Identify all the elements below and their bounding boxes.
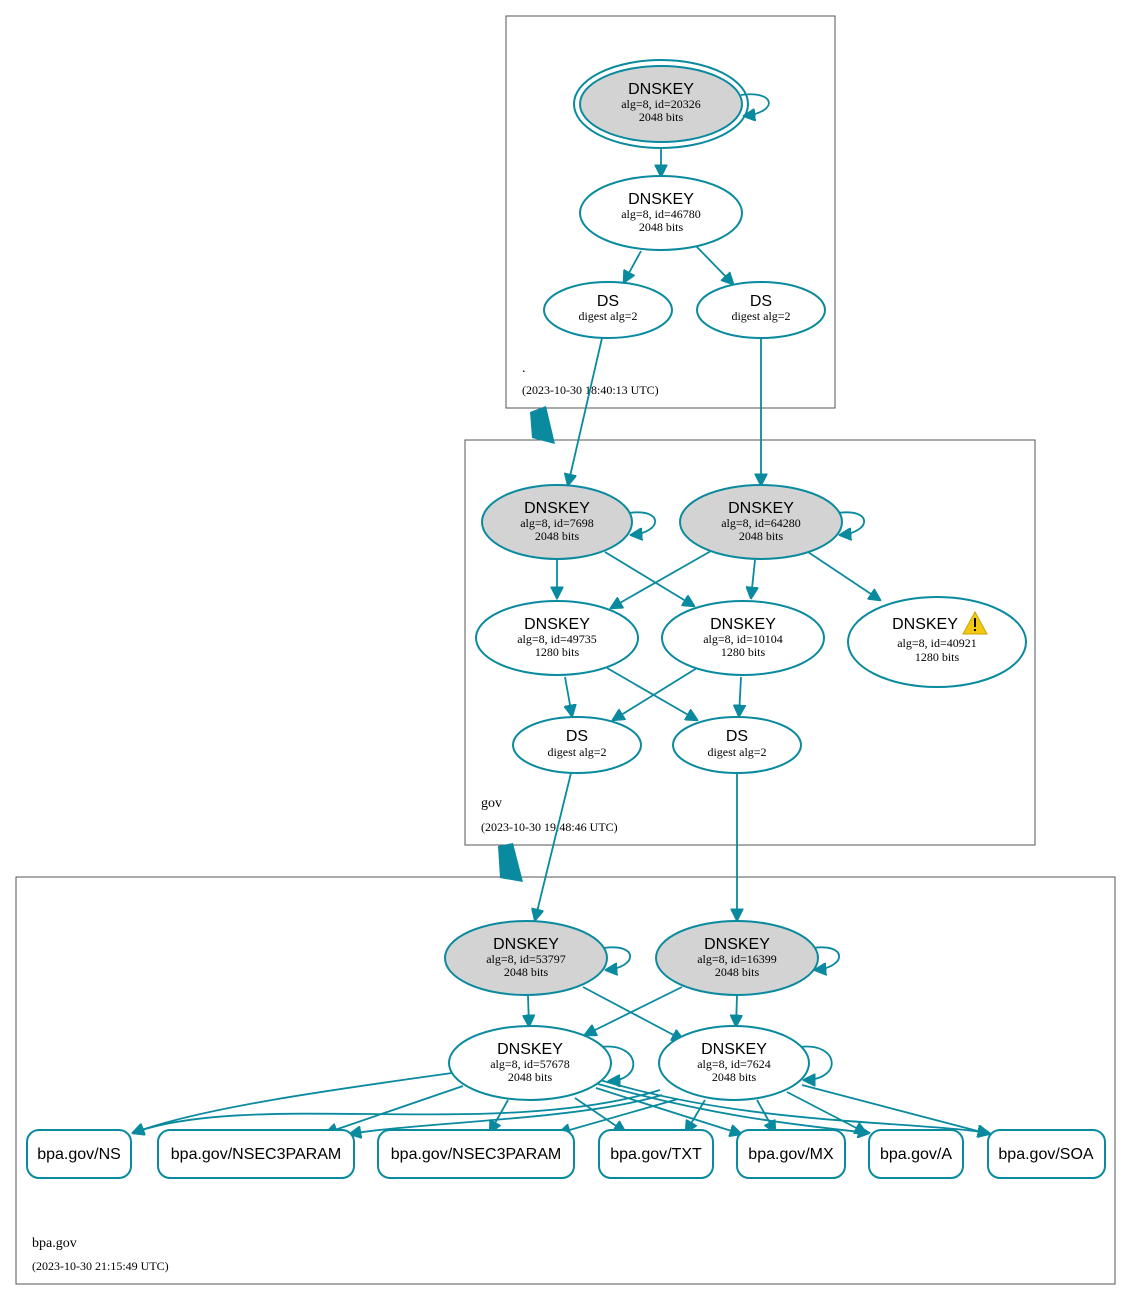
node-type: DS	[726, 728, 748, 745]
node-type: DNSKEY	[497, 1041, 563, 1058]
node-detail: alg=8, id=46780	[621, 207, 701, 221]
node-size: 2048 bits	[639, 110, 684, 124]
node-detail: alg=8, id=57678	[490, 1057, 570, 1071]
edges	[133, 93, 989, 1134]
dnskey-node-7698[interactable]: DNSKEY alg=8, id=7698 2048 bits	[481, 484, 633, 560]
node-detail: alg=8, id=64280	[721, 516, 801, 530]
rrset-soa[interactable]: bpa.gov/SOA	[987, 1129, 1106, 1179]
rrset-label: bpa.gov/NSEC3PARAM	[391, 1146, 561, 1163]
node-type: DS	[750, 293, 772, 310]
node-size: 1280 bits	[721, 645, 766, 659]
zone-name: gov	[481, 796, 502, 811]
node-type: DNSKEY	[728, 500, 794, 517]
node-type: DNSKEY	[628, 81, 694, 98]
node-type: DNSKEY	[524, 616, 590, 633]
node-detail: alg=8, id=16399	[697, 952, 777, 966]
node-detail: digest alg=2	[578, 309, 637, 323]
ds-node[interactable]: DS digest alg=2	[512, 716, 642, 774]
node-type: DNSKEY	[710, 616, 776, 633]
zone-name: bpa.gov	[32, 1236, 77, 1251]
ds-node[interactable]: DS digest alg=2	[672, 716, 802, 774]
rrset-nsec3param[interactable]: bpa.gov/NSEC3PARAM	[157, 1129, 355, 1179]
dnskey-node-53797[interactable]: DNSKEY alg=8, id=53797 2048 bits	[444, 920, 608, 996]
zone-bpa-gov: bpa.gov (2023-10-30 21:15:49 UTC)	[15, 876, 1116, 1285]
node-detail: alg=8, id=10104	[703, 632, 783, 646]
node-detail: alg=8, id=7624	[697, 1057, 771, 1071]
rrset-txt[interactable]: bpa.gov/TXT	[598, 1129, 714, 1179]
rrset-label: bpa.gov/MX	[748, 1146, 834, 1163]
rrset-label: bpa.gov/TXT	[610, 1146, 702, 1163]
node-type: DNSKEY	[493, 936, 559, 953]
node-size: 2048 bits	[712, 1070, 757, 1084]
node-size: 1280 bits	[535, 645, 580, 659]
rrset-ns[interactable]: bpa.gov/NS	[26, 1129, 132, 1179]
rrset-label: bpa.gov/SOA	[998, 1146, 1094, 1163]
dnskey-node-16399[interactable]: DNSKEY alg=8, id=16399 2048 bits	[655, 920, 819, 996]
node-size: 2048 bits	[535, 529, 580, 543]
warning-icon	[962, 610, 988, 635]
node-type: DNSKEY	[701, 1041, 767, 1058]
node-size: 1280 bits	[915, 650, 960, 664]
node-size: 2048 bits	[715, 965, 760, 979]
node-type: DNSKEY	[892, 616, 958, 633]
node-size: 2048 bits	[739, 529, 784, 543]
rrset-label: bpa.gov/A	[880, 1146, 952, 1163]
zone-timestamp: (2023-10-30 19:48:46 UTC)	[481, 820, 618, 834]
rrset-nsec3param[interactable]: bpa.gov/NSEC3PARAM	[377, 1129, 575, 1179]
node-detail: digest alg=2	[731, 309, 790, 323]
node-detail: alg=8, id=7698	[520, 516, 594, 530]
node-size: 2048 bits	[639, 220, 684, 234]
node-size: 2048 bits	[504, 965, 549, 979]
dnskey-node-57678[interactable]: DNSKEY alg=8, id=57678 2048 bits	[448, 1025, 612, 1101]
dnskey-node-49735[interactable]: DNSKEY alg=8, id=49735 1280 bits	[475, 600, 639, 676]
dnskey-node-20326[interactable]: DNSKEY alg=8, id=20326 2048 bits	[573, 59, 749, 149]
zone-name: .	[522, 361, 526, 376]
delegation-arrow	[498, 843, 523, 882]
dnskey-node-64280[interactable]: DNSKEY alg=8, id=64280 2048 bits	[679, 484, 843, 560]
node-detail: digest alg=2	[707, 745, 766, 759]
delegation-arrow	[530, 406, 555, 444]
node-type: DS	[566, 728, 588, 745]
zone-gov: gov (2023-10-30 19:48:46 UTC)	[464, 439, 1036, 846]
node-size: 2048 bits	[508, 1070, 553, 1084]
node-type: DNSKEY	[628, 191, 694, 208]
node-detail: alg=8, id=20326	[621, 97, 701, 111]
rrset-label: bpa.gov/NSEC3PARAM	[171, 1146, 341, 1163]
dnskey-node-10104[interactable]: DNSKEY alg=8, id=10104 1280 bits	[661, 600, 825, 676]
ds-node[interactable]: DS digest alg=2	[696, 281, 826, 339]
node-detail: alg=8, id=49735	[517, 632, 597, 646]
node-detail: alg=8, id=53797	[486, 952, 566, 966]
node-detail: digest alg=2	[547, 745, 606, 759]
rrset-label: bpa.gov/NS	[37, 1146, 121, 1163]
node-detail: alg=8, id=40921	[897, 636, 977, 650]
dnskey-node-40921[interactable]: DNSKEY alg=8, id=40921 1280 bits	[847, 596, 1027, 688]
zone-timestamp: (2023-10-30 21:15:49 UTC)	[32, 1259, 169, 1273]
node-type: DNSKEY	[704, 936, 770, 953]
dnskey-node-46780[interactable]: DNSKEY alg=8, id=46780 2048 bits	[579, 175, 743, 251]
dnskey-node-7624[interactable]: DNSKEY alg=8, id=7624 2048 bits	[658, 1025, 810, 1101]
ds-node[interactable]: DS digest alg=2	[543, 281, 673, 339]
node-type: DS	[597, 293, 619, 310]
rrset-a[interactable]: bpa.gov/A	[868, 1129, 964, 1179]
node-type: DNSKEY	[524, 500, 590, 517]
rrset-mx[interactable]: bpa.gov/MX	[736, 1129, 846, 1179]
